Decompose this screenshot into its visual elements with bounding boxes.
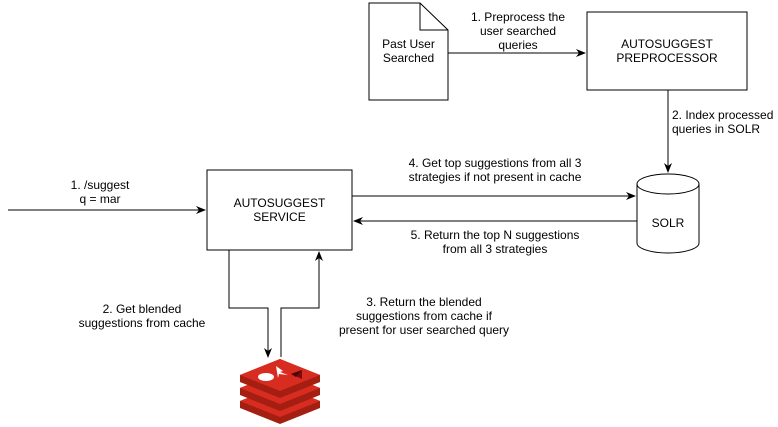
edge-label-preprocess: 1. Preprocess the user searched queries (470, 10, 566, 52)
preprocessor-box (586, 11, 748, 91)
document-label: Past User Searched (382, 37, 435, 65)
edge-label-index: 2. Index processed queries in SOLR (672, 108, 774, 136)
solr-label: SOLR (651, 216, 685, 230)
service-label: AUTOSUGGEST SERVICE (233, 196, 326, 224)
edge-label-suggest: 1. /suggest q = mar (70, 178, 130, 206)
solr-cylinder (636, 173, 700, 254)
preprocessor-label: AUTOSUGGEST PREPROCESSOR (616, 37, 718, 65)
document-fold (419, 3, 448, 31)
edge-return-blended (280, 251, 323, 357)
service-box (206, 169, 353, 251)
edge-label-return-top: 5. Return the top N suggestions from all… (410, 228, 580, 256)
document-shape (368, 2, 449, 101)
redis-icon (240, 359, 320, 424)
edge-label-return-blended: 3. Return the blended suggestions from c… (338, 295, 510, 337)
edge-label-get-top: 4. Get top suggestions from all 3 strate… (408, 156, 582, 184)
edge-get-blended (228, 250, 272, 358)
edge-label-get-blended: 2. Get blended suggestions from cache (78, 302, 206, 330)
